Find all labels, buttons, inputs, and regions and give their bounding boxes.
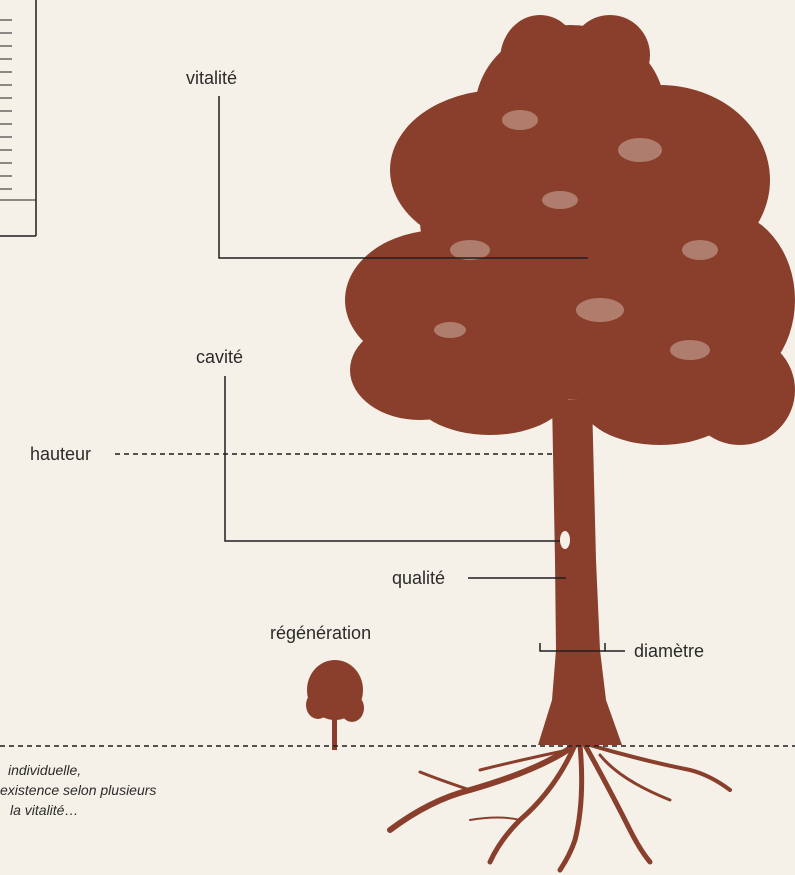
tree-trunk — [538, 400, 622, 745]
tree-crown — [345, 15, 795, 445]
regeneration-sapling — [306, 660, 364, 750]
label-cavite: cavité — [196, 347, 243, 368]
cavity-hole — [560, 531, 570, 549]
caption-line-3: la vitalité… — [0, 800, 156, 820]
tree-roots — [390, 745, 730, 870]
label-regeneration: régénération — [270, 623, 371, 644]
label-vitalite: vitalité — [186, 68, 237, 89]
label-qualite: qualité — [392, 568, 445, 589]
label-diametre: diamètre — [634, 641, 704, 662]
caption-line-2: existence selon plusieurs — [0, 780, 156, 800]
caption-line-1: individuelle, — [0, 760, 156, 780]
label-hauteur: hauteur — [30, 444, 91, 465]
caption-text: individuelle, existence selon plusieurs … — [0, 760, 156, 820]
table-fragment — [0, 0, 36, 236]
